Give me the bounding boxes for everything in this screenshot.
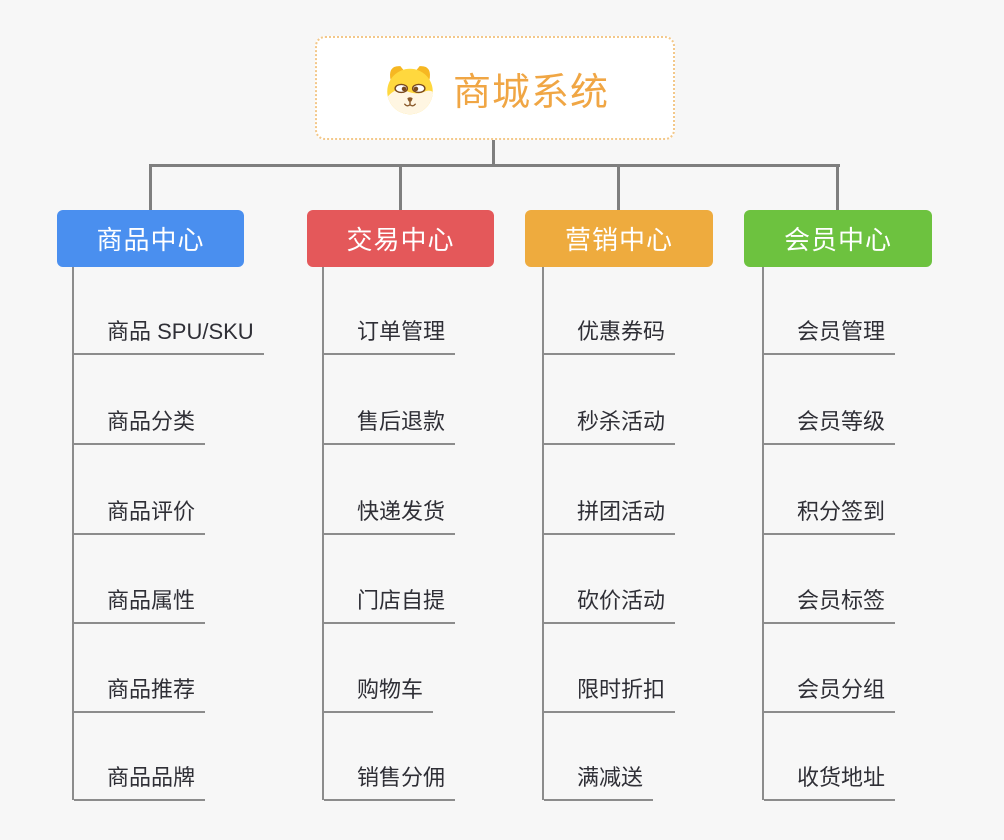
leaf-node[interactable]: 销售分佣 xyxy=(324,765,456,801)
branch-label: 会员中心 xyxy=(783,225,892,255)
root-title: 商城系统 xyxy=(452,71,609,114)
branch-node-member-center[interactable]: 会员中心 xyxy=(744,210,932,267)
leaf-column-member: 会员管理 会员等级 积分签到 会员标签 会员分组 收货地址 xyxy=(762,267,896,801)
leaf-node[interactable]: 拼团活动 xyxy=(544,499,676,535)
connector-drop-4 xyxy=(836,164,839,210)
leaf-node[interactable]: 满减送 xyxy=(544,765,654,801)
leaf-node[interactable]: 优惠券码 xyxy=(544,319,676,355)
leaf-node[interactable]: 限时折扣 xyxy=(544,677,676,713)
leaf-node[interactable]: 售后退款 xyxy=(324,409,456,445)
branch-node-trade-center[interactable]: 交易中心 xyxy=(307,210,494,267)
connector-drop-3 xyxy=(617,164,620,210)
leaf-node[interactable]: 砍价活动 xyxy=(544,588,676,624)
leaf-node[interactable]: 商品推荐 xyxy=(74,677,206,713)
leaf-node[interactable]: 积分签到 xyxy=(764,499,896,535)
leaf-node[interactable]: 商品品牌 xyxy=(74,765,206,801)
branch-label: 交易中心 xyxy=(346,225,455,255)
leaf-node[interactable]: 收货地址 xyxy=(764,765,896,801)
connector-drop-1 xyxy=(149,164,152,210)
leaf-node[interactable]: 会员等级 xyxy=(764,409,896,445)
leaf-node[interactable]: 会员分组 xyxy=(764,677,896,713)
connector-root-stem xyxy=(492,140,495,164)
dog-face-icon xyxy=(387,66,433,115)
root-node[interactable]: 商城系统 xyxy=(315,36,675,140)
leaf-node[interactable]: 门店自提 xyxy=(324,588,456,624)
branch-label: 商品中心 xyxy=(96,225,205,255)
connector-drop-2 xyxy=(399,164,402,210)
connector-bus xyxy=(149,164,840,167)
leaf-column-product: 商品 SPU/SKU 商品分类 商品评价 商品属性 商品推荐 商品品牌 xyxy=(72,267,264,801)
leaf-node[interactable]: 快递发货 xyxy=(324,499,456,535)
leaf-node[interactable]: 商品评价 xyxy=(74,499,206,535)
leaf-column-trade: 订单管理 售后退款 快递发货 门店自提 购物车 销售分佣 xyxy=(322,267,456,801)
leaf-node[interactable]: 商品属性 xyxy=(74,588,206,624)
leaf-node[interactable]: 会员标签 xyxy=(764,588,896,624)
branch-node-marketing-center[interactable]: 营销中心 xyxy=(525,210,713,267)
branch-label: 营销中心 xyxy=(564,225,673,255)
leaf-node[interactable]: 购物车 xyxy=(324,677,434,713)
leaf-node[interactable]: 商品分类 xyxy=(74,409,206,445)
leaf-node[interactable]: 会员管理 xyxy=(764,319,896,355)
leaf-node[interactable]: 订单管理 xyxy=(324,319,456,355)
leaf-column-marketing: 优惠券码 秒杀活动 拼团活动 砍价活动 限时折扣 满减送 xyxy=(542,267,676,801)
leaf-node[interactable]: 商品 SPU/SKU xyxy=(74,319,264,355)
branch-node-product-center[interactable]: 商品中心 xyxy=(57,210,244,267)
leaf-node[interactable]: 秒杀活动 xyxy=(544,409,676,445)
